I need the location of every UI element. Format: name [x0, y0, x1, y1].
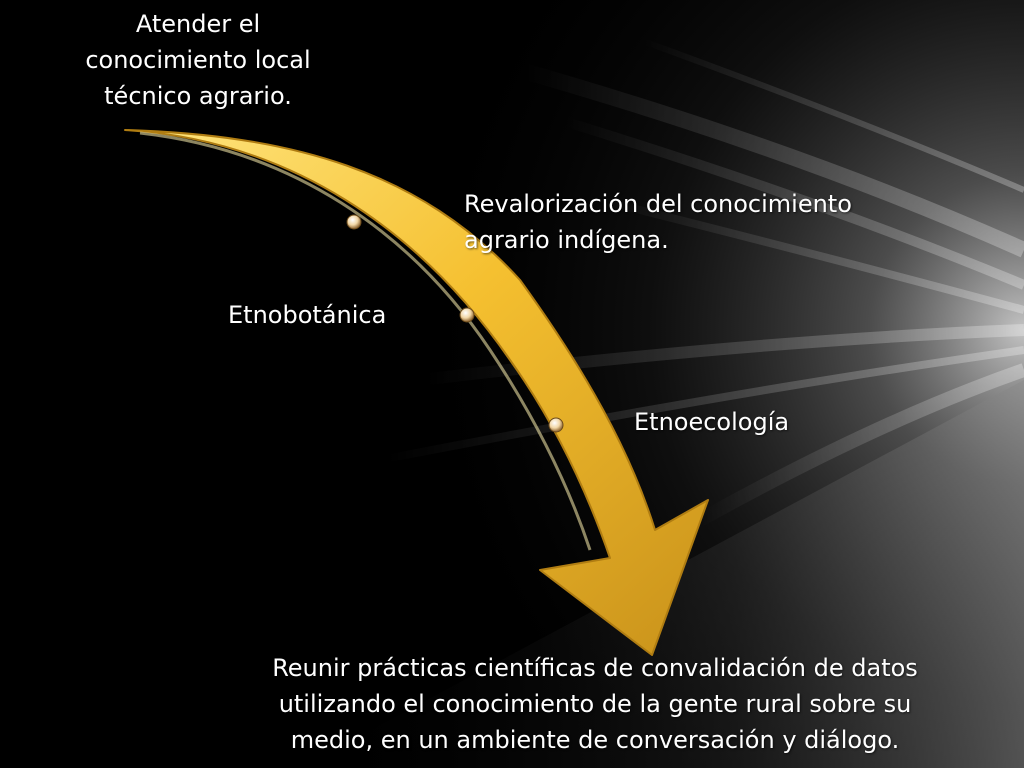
end-label: Reunir prácticas científicas de convalid… [272, 654, 918, 754]
marker-dot-1 [346, 214, 362, 230]
etnoecologia-label: Etnoecología [634, 408, 790, 436]
marker-dot-3 [548, 417, 564, 433]
arrow-body [124, 129, 709, 656]
etnobotanica-label: Etnobotánica [228, 301, 387, 329]
marker-dot-2 [459, 307, 475, 323]
revaloracion-label: Revalorización del conocimiento agrario … [464, 190, 852, 254]
start-label: Atender el conocimiento local técnico ag… [85, 10, 311, 110]
